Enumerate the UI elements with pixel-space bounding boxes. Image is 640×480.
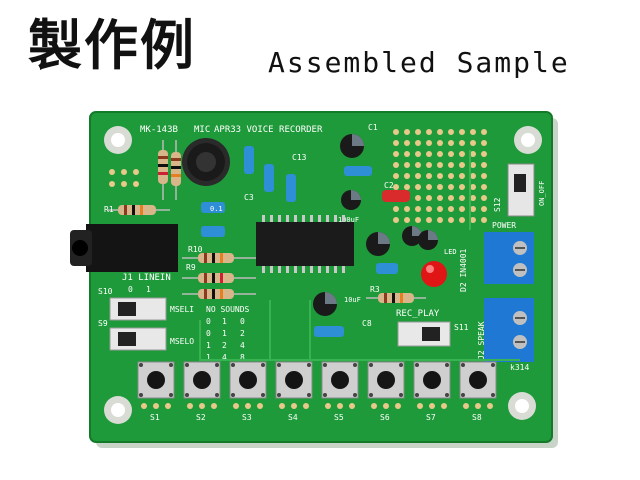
r10-label: R10 bbox=[188, 245, 203, 254]
resistor-vertical-1 bbox=[158, 140, 168, 200]
terminal-block-power bbox=[484, 232, 534, 284]
slide-switch-s10 bbox=[109, 297, 167, 321]
cap-value-label: 0.1 bbox=[210, 205, 223, 213]
switch-label-s4: S4 bbox=[288, 413, 298, 422]
switch-label-s8: S8 bbox=[472, 413, 482, 422]
j1-label: J1 LINEIN bbox=[122, 273, 171, 283]
c8-label: C8 bbox=[362, 319, 372, 328]
resistor-vertical-2 bbox=[171, 140, 181, 200]
c10uf-label: 10uF bbox=[344, 296, 361, 304]
switch-label-s5: S5 bbox=[334, 413, 344, 422]
left-pads bbox=[109, 169, 139, 187]
c13-label: C13 bbox=[292, 153, 307, 162]
svg-text:8: 8 bbox=[240, 353, 245, 362]
rec-play-switch bbox=[397, 321, 451, 347]
tactile-switch-s3: S3 bbox=[229, 361, 267, 422]
resistor-r1 bbox=[108, 205, 170, 215]
svg-text:0: 0 bbox=[206, 317, 211, 326]
d2-label: D2 IN4001 bbox=[459, 248, 468, 292]
audio-jack-linein bbox=[70, 224, 178, 272]
col1-label: 1 bbox=[146, 285, 151, 294]
svg-text:2: 2 bbox=[240, 329, 245, 338]
col0-label: 0 bbox=[128, 285, 133, 294]
svg-text:0: 0 bbox=[206, 329, 211, 338]
blue-capacitors bbox=[201, 146, 398, 337]
microphone bbox=[182, 138, 230, 186]
proto-pad-grid bbox=[393, 129, 487, 223]
r1-label: R1 bbox=[104, 205, 114, 214]
red-capacitor-c2 bbox=[382, 190, 410, 202]
svg-text:0: 0 bbox=[240, 317, 245, 326]
s10-label: S10 bbox=[98, 287, 113, 296]
svg-text:1: 1 bbox=[222, 329, 227, 338]
tactile-switch-s5: S5 bbox=[321, 361, 359, 422]
tactile-switch-s1: S1 bbox=[137, 361, 175, 422]
svg-text:2: 2 bbox=[222, 341, 227, 350]
svg-text:4: 4 bbox=[240, 341, 245, 350]
mic-label: MIC bbox=[194, 125, 210, 135]
pcb-traces bbox=[199, 150, 520, 361]
tactile-switch-row: S1 S2 S3 S4 S5 S6 S7 S8 bbox=[137, 361, 497, 422]
tactile-switch-s2: S2 bbox=[183, 361, 221, 422]
chip-title-label: APR33 VOICE RECORDER bbox=[214, 125, 323, 135]
tactile-switch-s8: S8 bbox=[459, 361, 497, 422]
slide-switch-s9 bbox=[109, 327, 167, 351]
r9-label: R9 bbox=[186, 263, 196, 272]
power-switch-s12 bbox=[507, 163, 535, 217]
tactile-switch-s7: S7 bbox=[413, 361, 451, 422]
no-sounds-label: NO SOUNDS bbox=[206, 305, 250, 314]
led-label: LED bbox=[444, 248, 457, 256]
red-led bbox=[421, 261, 447, 287]
s11-label: S11 bbox=[454, 323, 469, 332]
page-title-english: Assembled Sample bbox=[268, 46, 570, 79]
mselo-label: MSELO bbox=[170, 337, 194, 346]
model-label: MK-143B bbox=[140, 125, 178, 135]
j2-label: J2 SPEAK bbox=[477, 321, 486, 360]
apr33-ic bbox=[256, 215, 354, 273]
switch-label-s6: S6 bbox=[380, 413, 390, 422]
sound-table: 0 1 0 0 1 2 1 2 4 1 4 8 bbox=[206, 317, 245, 362]
switch-label-s2: S2 bbox=[196, 413, 206, 422]
switch-label-s1: S1 bbox=[150, 413, 160, 422]
s12-label: S12 bbox=[493, 197, 502, 212]
s9-label: S9 bbox=[98, 319, 108, 328]
tactile-switch-s4: S4 bbox=[275, 361, 313, 422]
rec-play-label: REC_PLAY bbox=[396, 309, 440, 319]
mseli-label: MSELI bbox=[170, 305, 194, 314]
c3-label: C3 bbox=[244, 193, 254, 202]
svg-text:4: 4 bbox=[222, 353, 227, 362]
switch-label-s3: S3 bbox=[242, 413, 252, 422]
on-off-label: ON_OFF bbox=[538, 181, 546, 206]
mounting-holes bbox=[104, 126, 542, 424]
electrolytic-capacitors bbox=[313, 134, 438, 316]
svg-text:1: 1 bbox=[222, 317, 227, 326]
c100uf-label: 100uF bbox=[338, 216, 359, 224]
c1-label: C1 bbox=[368, 123, 378, 132]
k314-label: k314 bbox=[510, 363, 529, 372]
svg-text:1: 1 bbox=[206, 353, 211, 362]
power-label: POWER bbox=[492, 221, 516, 230]
page-title-japanese: 製作例 bbox=[28, 14, 196, 77]
resistors-center bbox=[182, 253, 426, 303]
c2-label: C2 bbox=[384, 181, 394, 190]
svg-text:1: 1 bbox=[206, 341, 211, 350]
switch-label-s7: S7 bbox=[426, 413, 436, 422]
r3-label: R3 bbox=[370, 285, 380, 294]
tactile-switch-s6: S6 bbox=[367, 361, 405, 422]
terminal-block-speaker bbox=[484, 298, 534, 362]
